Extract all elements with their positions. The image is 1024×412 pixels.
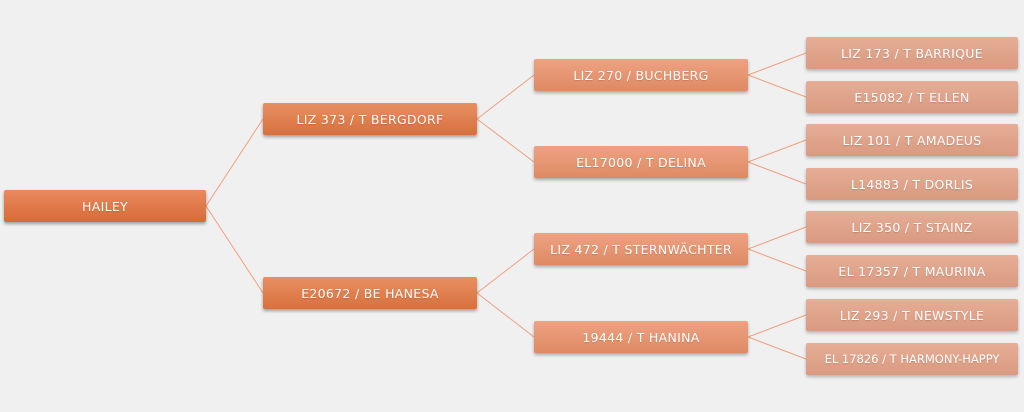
node-sire[interactable]: LIZ 373 / T BERGDORF: [263, 103, 477, 135]
node-dam-sire[interactable]: LIZ 472 / T STERNWÄCHTER: [534, 233, 748, 265]
connector-line: [747, 139, 807, 163]
connector-line: [747, 314, 807, 338]
connector-line: [205, 205, 264, 294]
connector-line: [205, 118, 264, 207]
node-great-grandparent[interactable]: LIZ 173 / T BARRIQUE: [806, 37, 1018, 69]
node-great-grandparent[interactable]: LIZ 101 / T AMADEUS: [806, 124, 1018, 156]
node-root[interactable]: HAILEY: [4, 190, 206, 222]
connector-line: [747, 336, 807, 360]
node-sire-sire[interactable]: LIZ 270 / BUCHBERG: [534, 59, 748, 91]
connector-line: [747, 74, 807, 98]
node-great-grandparent[interactable]: E15082 / T ELLEN: [806, 81, 1018, 113]
node-great-grandparent[interactable]: L14883 / T DORLIS: [806, 168, 1018, 200]
connector-line: [747, 248, 807, 272]
node-dam[interactable]: E20672 / BE HANESA: [263, 277, 477, 309]
connector-line: [476, 118, 535, 163]
connector-line: [476, 292, 535, 338]
connector-line: [747, 161, 807, 185]
connector-line: [747, 52, 807, 76]
node-great-grandparent[interactable]: LIZ 350 / T STAINZ: [806, 211, 1018, 243]
node-great-grandparent[interactable]: EL 17826 / T HARMONY-HAPPY: [806, 343, 1018, 375]
connector-line: [747, 226, 807, 250]
node-great-grandparent[interactable]: LIZ 293 / T NEWSTYLE: [806, 299, 1018, 331]
node-dam-dam[interactable]: 19444 / T HANINA: [534, 321, 748, 353]
connector-line: [476, 248, 535, 294]
node-sire-dam[interactable]: EL17000 / T DELINA: [534, 146, 748, 178]
node-great-grandparent[interactable]: EL 17357 / T MAURINA: [806, 255, 1018, 287]
connector-line: [476, 74, 535, 120]
